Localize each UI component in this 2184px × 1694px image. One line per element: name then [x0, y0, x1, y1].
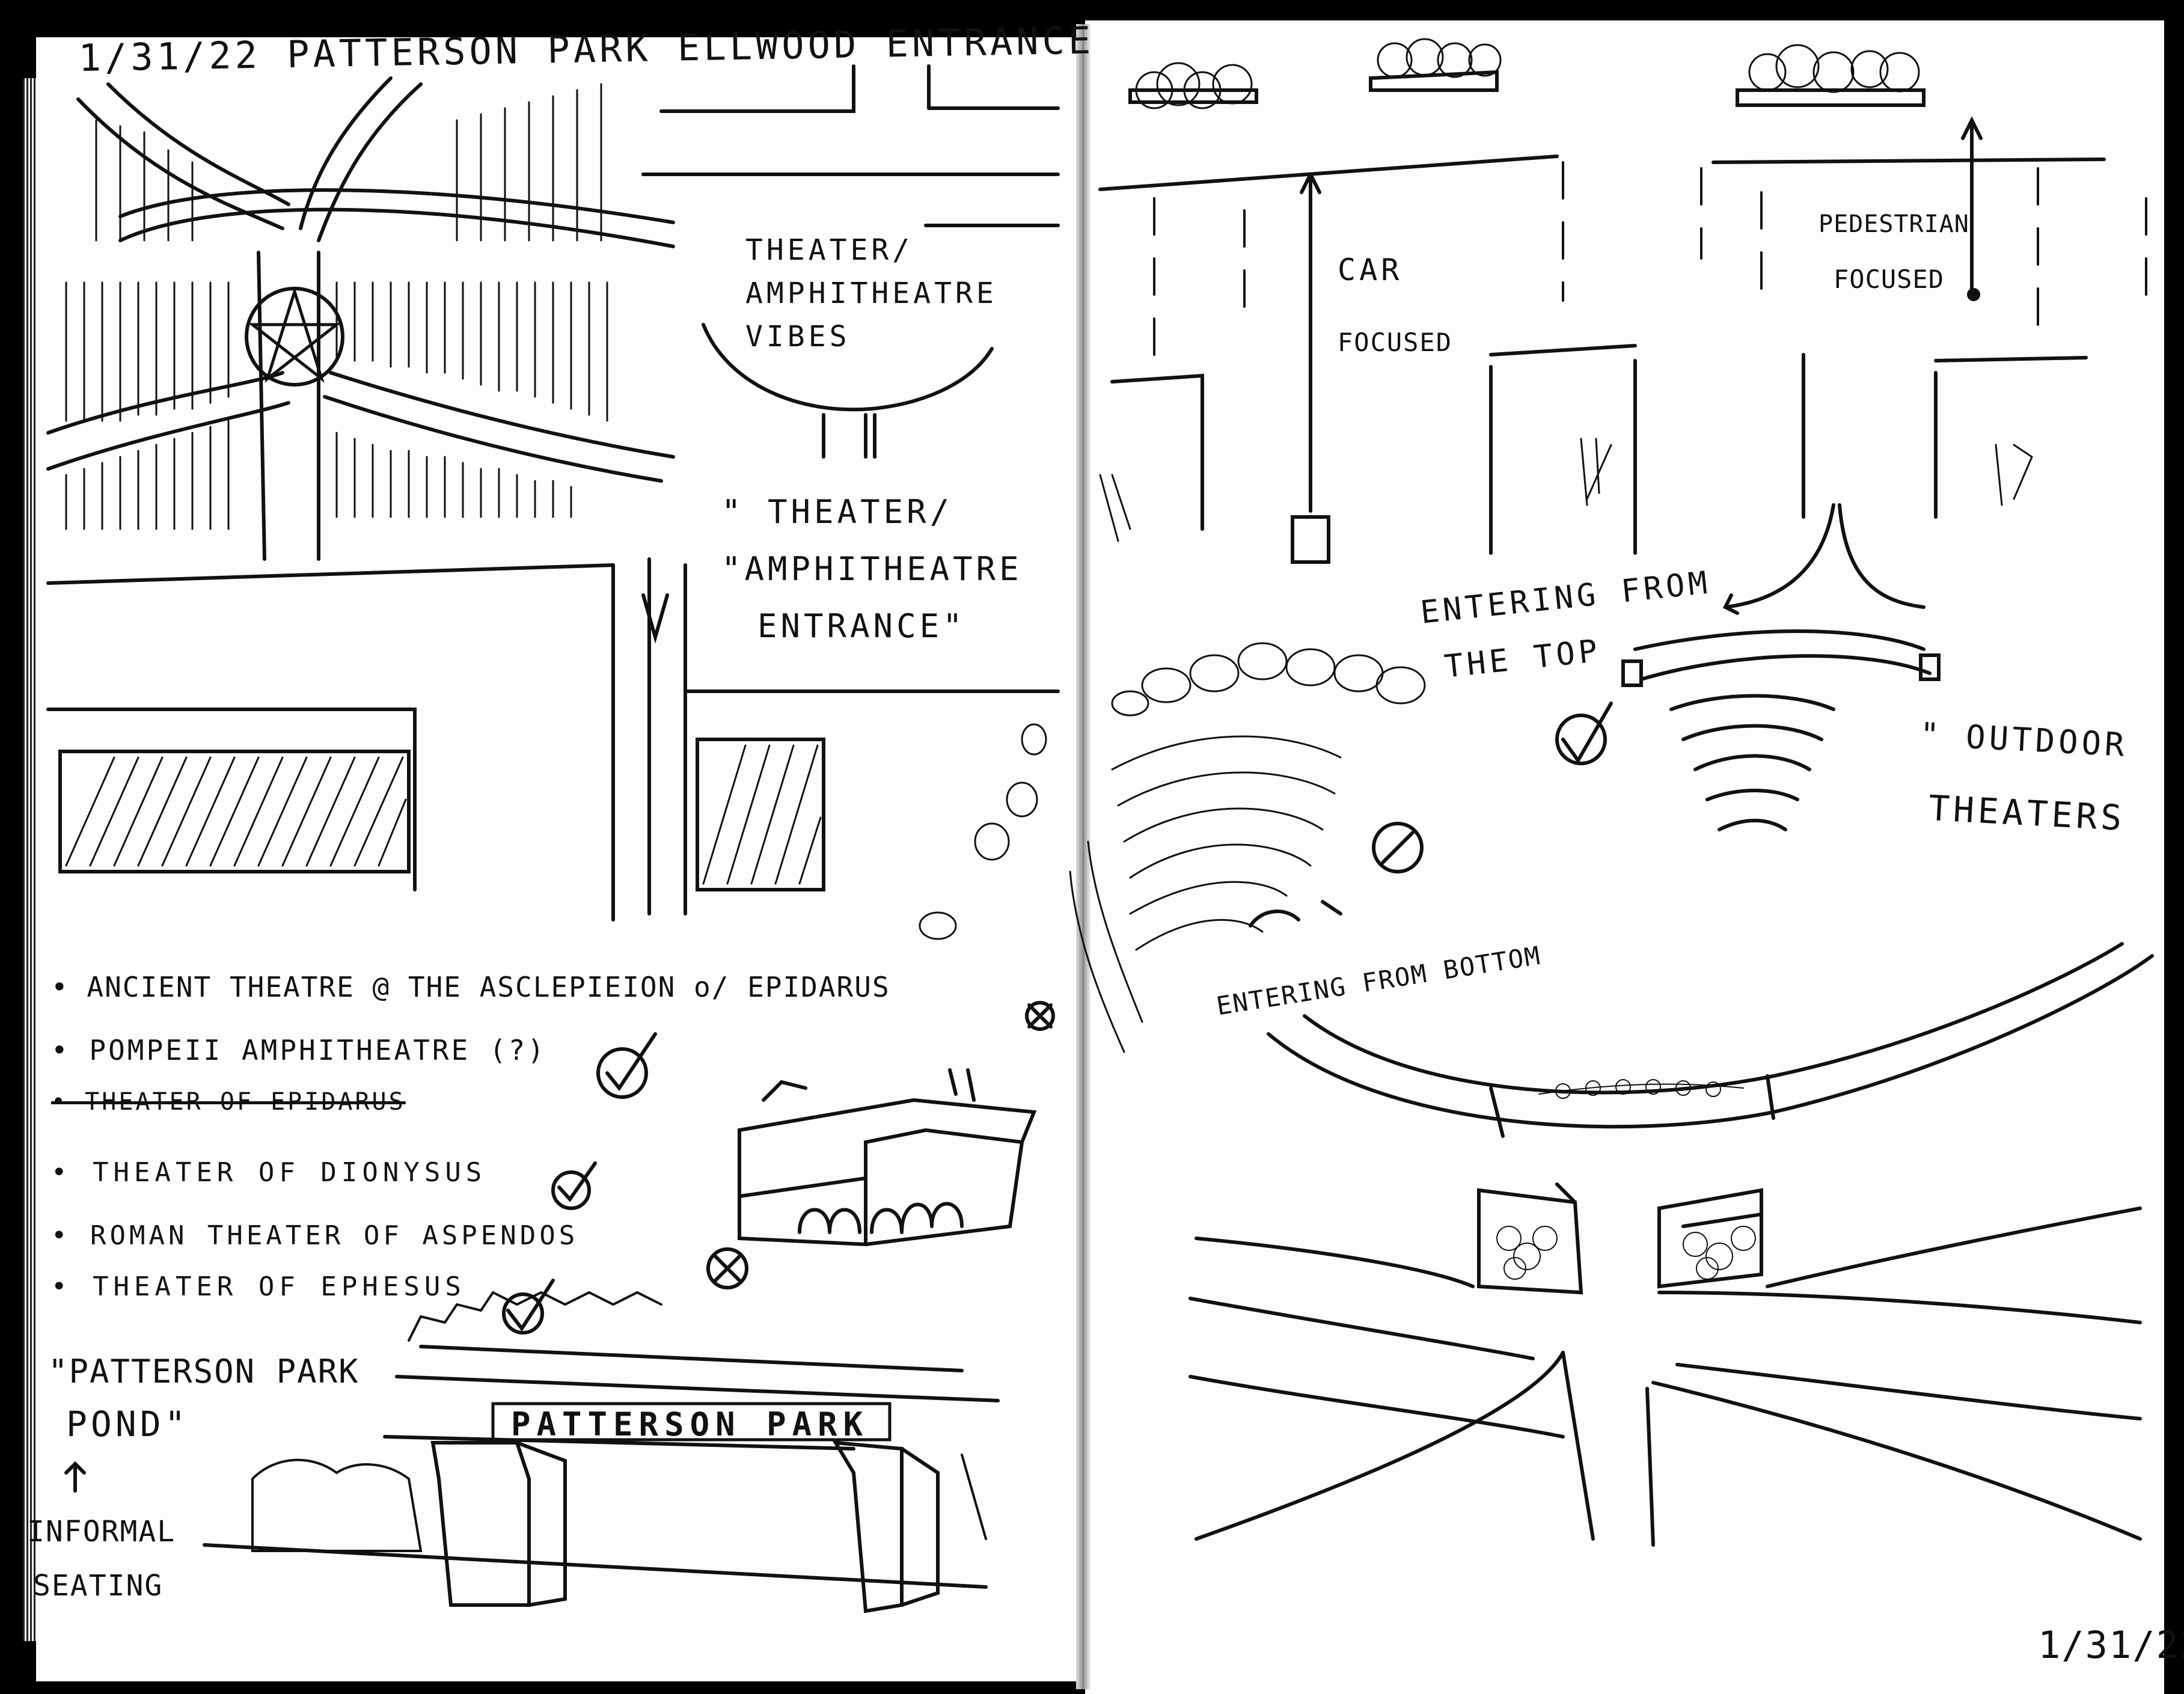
- star-plaza-plan-sketch: [46, 76, 675, 561]
- gateway-sign-text: PATTERSON PARK: [511, 1405, 869, 1443]
- car-focused-line2: FOCUSED: [1338, 328, 1453, 357]
- precedent-mark-cross: ⊗: [1010, 986, 1031, 1020]
- date-stamp: 1/31/22: [2038, 1623, 2184, 1667]
- plaza-intersection-sketch: [1188, 942, 2154, 1547]
- pedestrian-focused-line2: FOCUSED: [1834, 264, 1945, 294]
- entrance-quote-line1: " THEATER/: [721, 493, 953, 531]
- precedent-item: • ROMAN THEATER OF ASPENDOS: [51, 1220, 579, 1251]
- pedestrian-focused-line1: PEDESTRIAN: [1818, 210, 1969, 238]
- informal-arrow: [64, 1461, 86, 1493]
- entrance-quote-line2: "AMPHITHEATRE: [721, 550, 1023, 588]
- pond-quote-line1: "PATTERSON PARK: [48, 1353, 359, 1390]
- amphitheatre-model-sketch: [738, 1068, 1037, 1247]
- page-edges: [23, 78, 38, 1641]
- block-plan-sketch: [46, 557, 1060, 922]
- precedent-mark-check: ✓: [601, 1046, 622, 1080]
- car-vs-pedestrian-sketch: [1098, 38, 2147, 615]
- precedent-item: • ANCIENT THEATRE @ THE ASCLEPIEION o/ E…: [51, 971, 890, 1003]
- precedent-mark-check: ✓: [553, 1166, 574, 1200]
- book-gutter: [1076, 24, 1090, 1689]
- precedent-mark-cross: ⊗: [703, 1244, 724, 1278]
- pond-quote-line2: POND": [66, 1404, 189, 1445]
- precedent-item: • POMPEII AMPHITHEATRE (?): [51, 1034, 547, 1066]
- right-page: [1085, 20, 2164, 1694]
- car-focused-line1: CAR: [1338, 252, 1403, 287]
- patterson-park-gateway-sketch: [203, 1291, 1000, 1613]
- informal-arrow-glyph: ↑: [66, 1464, 84, 1491]
- informal-seating-line1: INFORMAL: [27, 1515, 176, 1549]
- precedent-item-struck: • THEATER OF EPIDARUS: [51, 1088, 406, 1116]
- outdoor-theater-plan-sketch: [919, 629, 1941, 1053]
- entrance-quote-line3: ENTRANCE": [757, 607, 966, 645]
- precedent-item: • THEATER OF DIONYSUS: [51, 1157, 487, 1188]
- vibes-note: THEATER/ AMPHITHEATRE VIBES: [745, 233, 997, 353]
- left-marks: [502, 1001, 1055, 1335]
- informal-seating-line2: SEATING: [33, 1569, 164, 1603]
- precedent-item: • THEATER OF EPHESUS: [51, 1271, 466, 1302]
- precedent-mark-check: ✓: [505, 1292, 526, 1326]
- street-section-sketch: [641, 64, 1060, 459]
